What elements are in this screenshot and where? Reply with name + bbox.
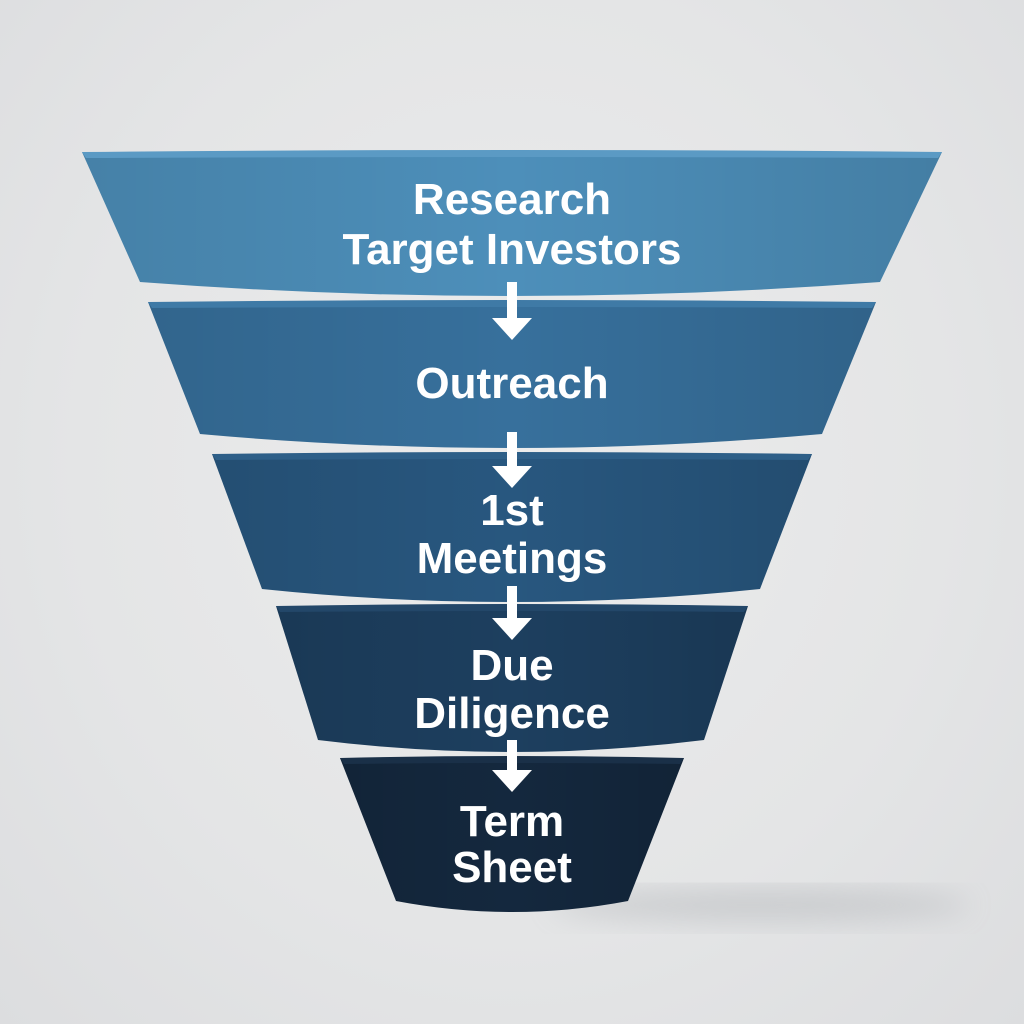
down-arrow-icon xyxy=(492,586,532,640)
funnel-stage-label: Target Investors xyxy=(342,225,681,274)
funnel-stage-label: Term xyxy=(460,797,564,846)
funnel-stage-label: Diligence xyxy=(414,689,610,738)
funnel-stage-label: 1st xyxy=(480,486,544,535)
funnel-stage-shade xyxy=(148,302,876,448)
funnel-stage-label: Outreach xyxy=(415,359,608,408)
funnel-stage-shade xyxy=(82,152,942,296)
funnel-stage-shade xyxy=(340,758,684,912)
down-arrow-icon xyxy=(492,740,532,792)
funnel-stage-label: Meetings xyxy=(417,534,608,583)
funnel-stage-shade xyxy=(212,454,812,602)
down-arrow-icon xyxy=(492,432,532,488)
funnel-stage-shade xyxy=(276,606,748,752)
funnel-stage-label: Sheet xyxy=(452,843,572,892)
funnel-stage-rim xyxy=(82,150,942,158)
down-arrow-icon xyxy=(492,282,532,340)
funnel-stage-2: Outreach xyxy=(148,300,876,448)
floor-shadow xyxy=(550,889,970,921)
funnel-stage-label: Due xyxy=(470,641,553,690)
funnel-stage-label: Research xyxy=(413,175,611,224)
